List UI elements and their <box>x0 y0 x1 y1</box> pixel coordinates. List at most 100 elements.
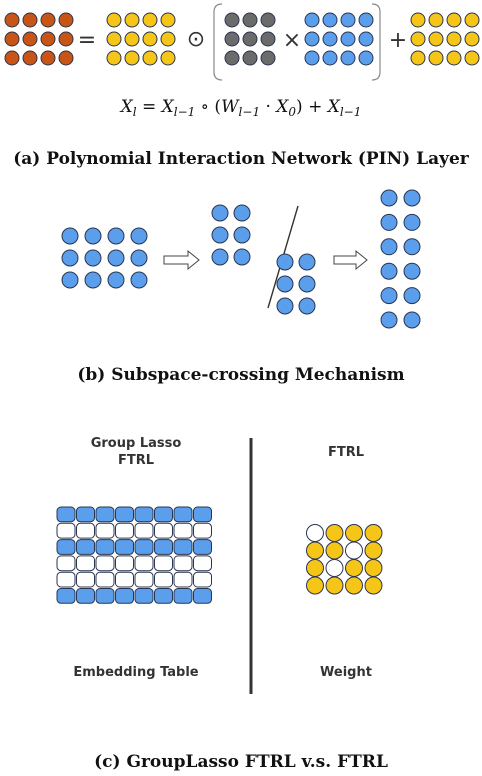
blue-dot <box>340 12 356 28</box>
weight-dot <box>364 524 383 542</box>
arrow-right-icon-2 <box>333 249 368 271</box>
orange-dot <box>58 50 74 66</box>
yellow-dot <box>428 12 444 28</box>
blue-dot <box>211 226 229 244</box>
embedding-cell <box>173 555 193 572</box>
embedding-cell <box>115 588 134 604</box>
matrix-x-l <box>4 12 74 66</box>
blue-dot <box>298 275 316 293</box>
yellow-dot <box>106 31 122 47</box>
embedding-cell <box>173 522 193 539</box>
embedding-cell <box>193 506 212 523</box>
embedding-cell <box>134 506 154 523</box>
ftrl-title: FTRL <box>328 445 364 460</box>
matrix-x-l-minus-1 <box>106 12 176 66</box>
weight-dot <box>345 524 363 542</box>
weight-dot <box>306 559 324 577</box>
subspace-split-top <box>211 204 251 266</box>
weight-dot <box>364 576 383 595</box>
yellow-dot <box>142 50 158 66</box>
blue-dot <box>298 253 316 271</box>
blue-dot <box>380 311 398 329</box>
blue-dot <box>130 227 148 245</box>
times-operator: × <box>283 28 301 53</box>
weight-label: Weight <box>320 665 372 680</box>
orange-dot <box>4 31 20 47</box>
orange-dot <box>22 31 38 47</box>
yellow-dot <box>124 31 140 47</box>
gray-dot <box>224 31 240 47</box>
embedding-cell <box>95 588 115 604</box>
gray-dot <box>242 31 258 47</box>
embedding-table-label: Embedding Table <box>73 665 198 680</box>
weight-dot <box>306 524 324 542</box>
left-bracket <box>213 3 223 81</box>
embedding-cell <box>115 571 134 588</box>
embedding-cell <box>173 588 193 604</box>
blue-dot <box>380 189 398 207</box>
blue-dot <box>107 249 125 267</box>
matrix-x-l-minus-1-residual <box>410 12 480 66</box>
embedding-cell <box>76 522 95 539</box>
blue-dot <box>233 248 251 266</box>
yellow-dot <box>142 31 158 47</box>
pin-formula: Xl = Xl−1 ∘ (Wl−1 · X0) + Xl−1 <box>119 97 362 119</box>
embedding-cell <box>173 539 193 555</box>
weight-dot <box>306 576 324 595</box>
yellow-dot <box>106 50 122 66</box>
blue-dot <box>304 50 320 66</box>
yellow-dot <box>410 12 426 28</box>
blue-dot <box>233 204 251 222</box>
blue-dot <box>403 287 421 305</box>
blue-dot <box>403 189 421 207</box>
embedding-cell <box>95 522 115 539</box>
yellow-dot <box>160 12 176 28</box>
weight-dot <box>325 524 344 542</box>
embedding-cell <box>134 571 154 588</box>
orange-dot <box>4 12 20 28</box>
group-lasso-title: Group Lasso <box>91 436 182 451</box>
yellow-dot <box>428 31 444 47</box>
embedding-cell <box>134 555 154 572</box>
blue-dot <box>340 31 356 47</box>
embedding-cell <box>115 506 134 523</box>
blue-dot <box>403 262 421 280</box>
gray-dot <box>224 50 240 66</box>
blue-dot <box>84 227 102 245</box>
embedding-cell <box>115 522 134 539</box>
embedding-cell <box>56 571 76 588</box>
embedding-cell <box>56 555 76 572</box>
subspace-input-grid <box>61 227 148 289</box>
blue-dot <box>304 12 320 28</box>
embedding-cell <box>134 539 154 555</box>
embedding-cell <box>193 588 212 604</box>
blue-dot <box>211 204 229 222</box>
blue-dot <box>304 31 320 47</box>
embedding-cell <box>154 588 173 604</box>
gray-dot <box>242 50 258 66</box>
blue-dot <box>403 311 421 329</box>
blue-dot <box>130 249 148 267</box>
embedding-cell <box>95 539 115 555</box>
yellow-dot <box>142 12 158 28</box>
embedding-cell <box>56 539 76 555</box>
blue-dot <box>276 297 294 315</box>
blue-dot <box>84 271 102 289</box>
blue-dot <box>380 262 398 280</box>
orange-dot <box>22 12 38 28</box>
caption-c: (c) GroupLasso FTRL v.s. FTRL <box>94 752 388 772</box>
embedding-cell <box>173 506 193 523</box>
blue-dot <box>130 271 148 289</box>
blue-dot <box>322 50 338 66</box>
embedding-cell <box>95 571 115 588</box>
blue-dot <box>233 226 251 244</box>
gray-dot <box>224 12 240 28</box>
arrow-right-icon <box>163 249 200 271</box>
weight-dot <box>325 576 344 595</box>
caption-a: (a) Polynomial Interaction Network (PIN)… <box>13 149 470 169</box>
embedding-cell <box>95 506 115 523</box>
caption-b: (b) Subspace-crossing Mechanism <box>77 365 404 385</box>
yellow-dot <box>464 12 480 28</box>
blue-dot <box>276 275 294 293</box>
